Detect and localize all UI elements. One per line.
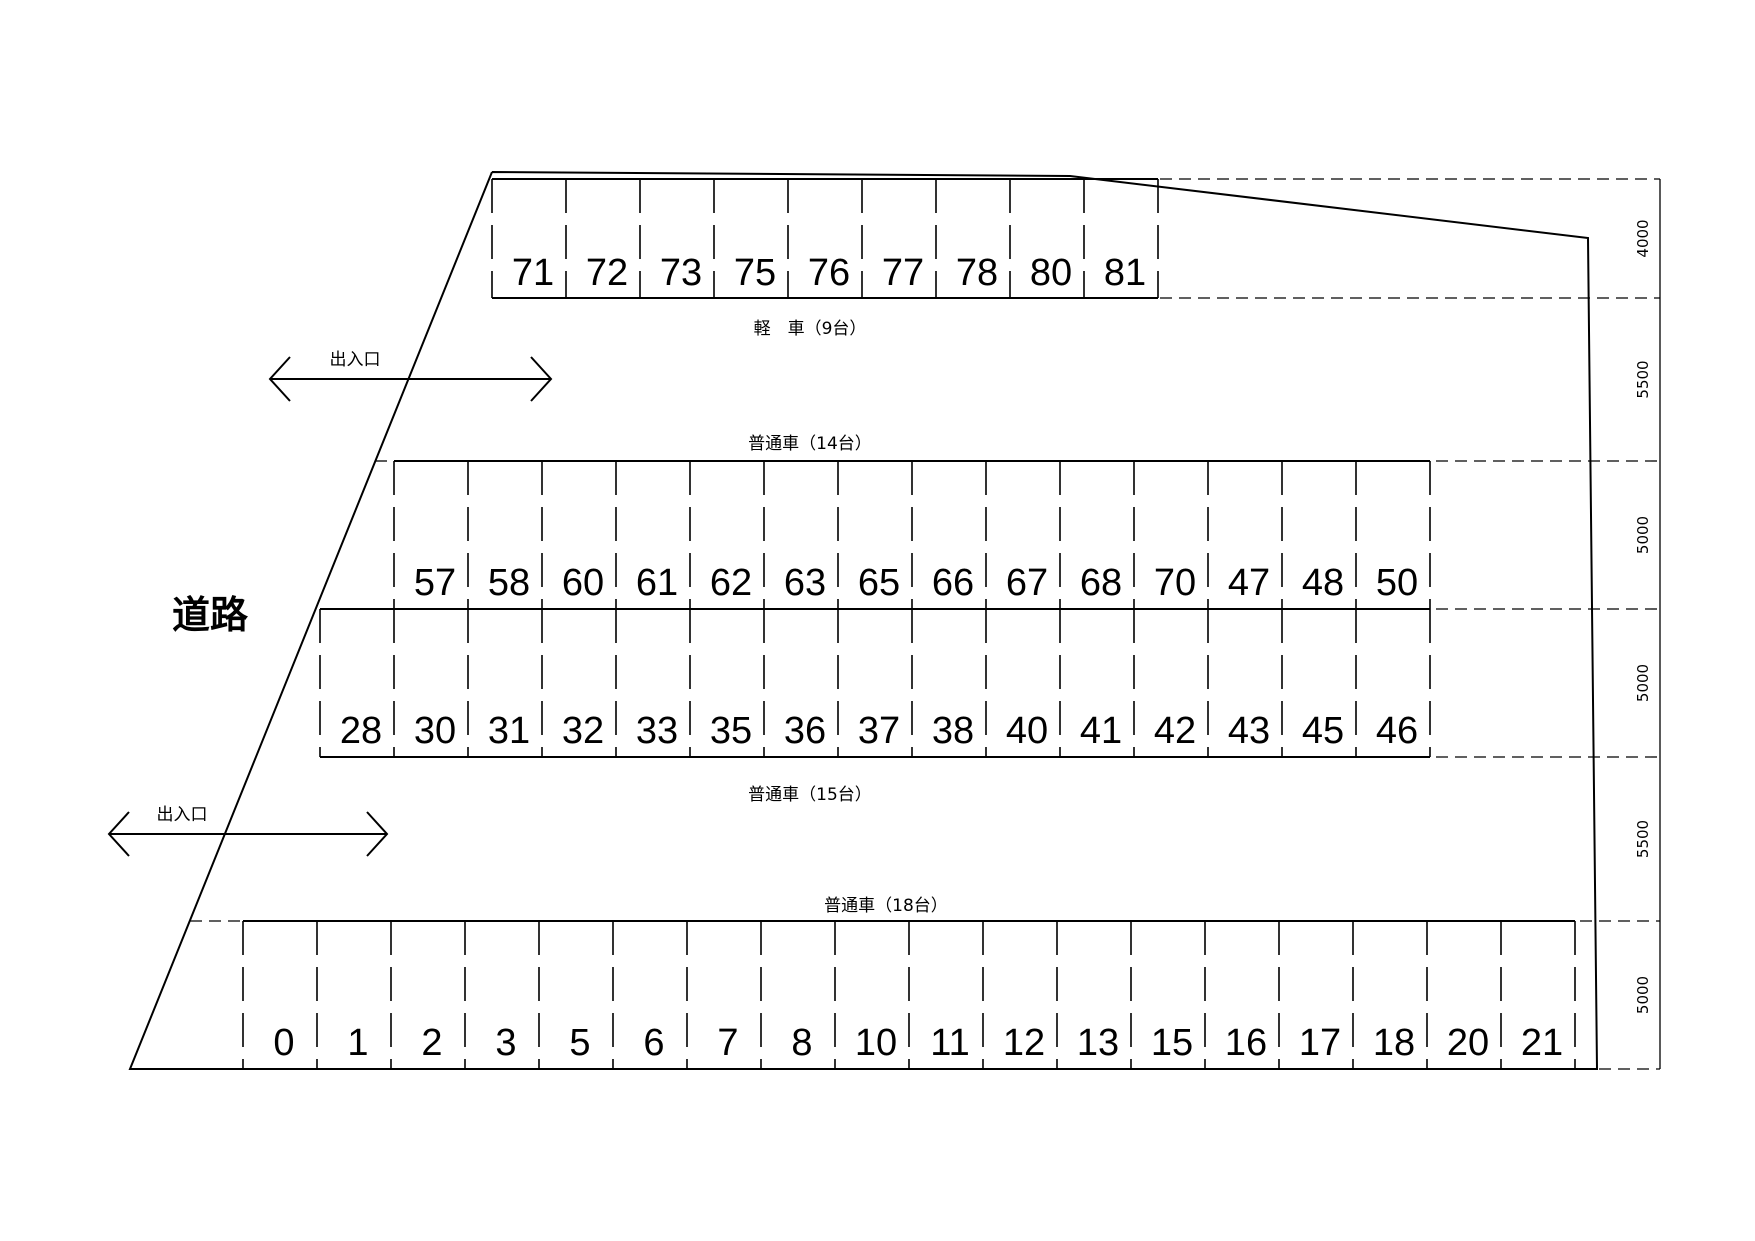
space-number: 63 xyxy=(784,562,826,604)
space-number: 41 xyxy=(1080,710,1122,752)
space-number: 17 xyxy=(1299,1022,1341,1064)
space-number: 47 xyxy=(1228,562,1270,604)
space-number: 40 xyxy=(1006,710,1048,752)
space-number: 75 xyxy=(734,252,776,294)
space-number: 48 xyxy=(1302,562,1344,604)
space-number: 58 xyxy=(488,562,530,604)
entrance-label: 出入口 xyxy=(330,350,381,370)
parking-row-3 xyxy=(319,608,1431,758)
space-number: 61 xyxy=(636,562,678,604)
dimension-value: 5000 xyxy=(1634,516,1652,554)
space-number: 35 xyxy=(710,710,752,752)
dimension-value: 5500 xyxy=(1634,360,1652,398)
space-number: 45 xyxy=(1302,710,1344,752)
dimension-value: 5500 xyxy=(1634,820,1652,858)
space-number: 1 xyxy=(347,1022,368,1064)
space-number: 2 xyxy=(421,1022,442,1064)
space-number: 43 xyxy=(1228,710,1270,752)
space-number: 15 xyxy=(1151,1022,1193,1064)
space-number: 6 xyxy=(643,1022,664,1064)
space-number: 80 xyxy=(1030,252,1072,294)
space-number: 0 xyxy=(273,1022,294,1064)
section-label: 普通車（14台） xyxy=(748,434,872,454)
space-number: 60 xyxy=(562,562,604,604)
road-label: 道路 xyxy=(172,593,249,637)
space-number: 66 xyxy=(932,562,974,604)
space-number: 30 xyxy=(414,710,456,752)
space-number: 57 xyxy=(414,562,456,604)
parking-row-2 xyxy=(393,460,1431,610)
space-number: 70 xyxy=(1154,562,1196,604)
section-label: 軽 車（9台） xyxy=(754,319,867,339)
space-number: 36 xyxy=(784,710,826,752)
space-number: 20 xyxy=(1447,1022,1489,1064)
space-number: 7 xyxy=(717,1022,738,1064)
space-number: 81 xyxy=(1104,252,1146,294)
entrance-arrow-2 xyxy=(107,811,389,857)
lot-boundary xyxy=(128,171,1599,1070)
space-number: 3 xyxy=(495,1022,516,1064)
space-number: 68 xyxy=(1080,562,1122,604)
space-number: 72 xyxy=(586,252,628,294)
space-number: 71 xyxy=(512,252,554,294)
space-number: 18 xyxy=(1373,1022,1415,1064)
space-number: 32 xyxy=(562,710,604,752)
dimension-value: 5000 xyxy=(1634,664,1652,702)
dimension-value: 5000 xyxy=(1634,976,1652,1014)
parking-row-4 xyxy=(242,920,1576,1070)
space-number: 77 xyxy=(882,252,924,294)
space-number: 42 xyxy=(1154,710,1196,752)
space-number: 65 xyxy=(858,562,900,604)
space-number: 76 xyxy=(808,252,850,294)
space-number: 12 xyxy=(1003,1022,1045,1064)
space-number: 5 xyxy=(569,1022,590,1064)
space-number: 21 xyxy=(1521,1022,1563,1064)
parking-row-1 xyxy=(491,178,1159,299)
dimension-value: 4000 xyxy=(1634,219,1652,257)
space-number: 38 xyxy=(932,710,974,752)
space-number: 10 xyxy=(855,1022,897,1064)
space-number: 16 xyxy=(1225,1022,1267,1064)
entrance-arrow-1 xyxy=(268,356,553,402)
space-number: 11 xyxy=(930,1022,969,1064)
section-label: 普通車（15台） xyxy=(748,785,872,805)
space-number: 67 xyxy=(1006,562,1048,604)
space-number: 50 xyxy=(1376,562,1418,604)
space-number: 37 xyxy=(858,710,900,752)
entrance-label: 出入口 xyxy=(157,805,208,825)
space-number: 62 xyxy=(710,562,752,604)
section-labels: 軽 車（9台） 普通車（14台） 普通車（15台） 普通車（18台） xyxy=(748,319,948,916)
space-number: 31 xyxy=(488,710,530,752)
space-number: 46 xyxy=(1376,710,1418,752)
space-number: 73 xyxy=(660,252,702,294)
space-number: 13 xyxy=(1077,1022,1119,1064)
section-label: 普通車（18台） xyxy=(824,896,948,916)
space-number: 78 xyxy=(956,252,998,294)
space-number: 28 xyxy=(340,710,382,752)
space-number: 33 xyxy=(636,710,678,752)
space-number: 8 xyxy=(791,1022,812,1064)
